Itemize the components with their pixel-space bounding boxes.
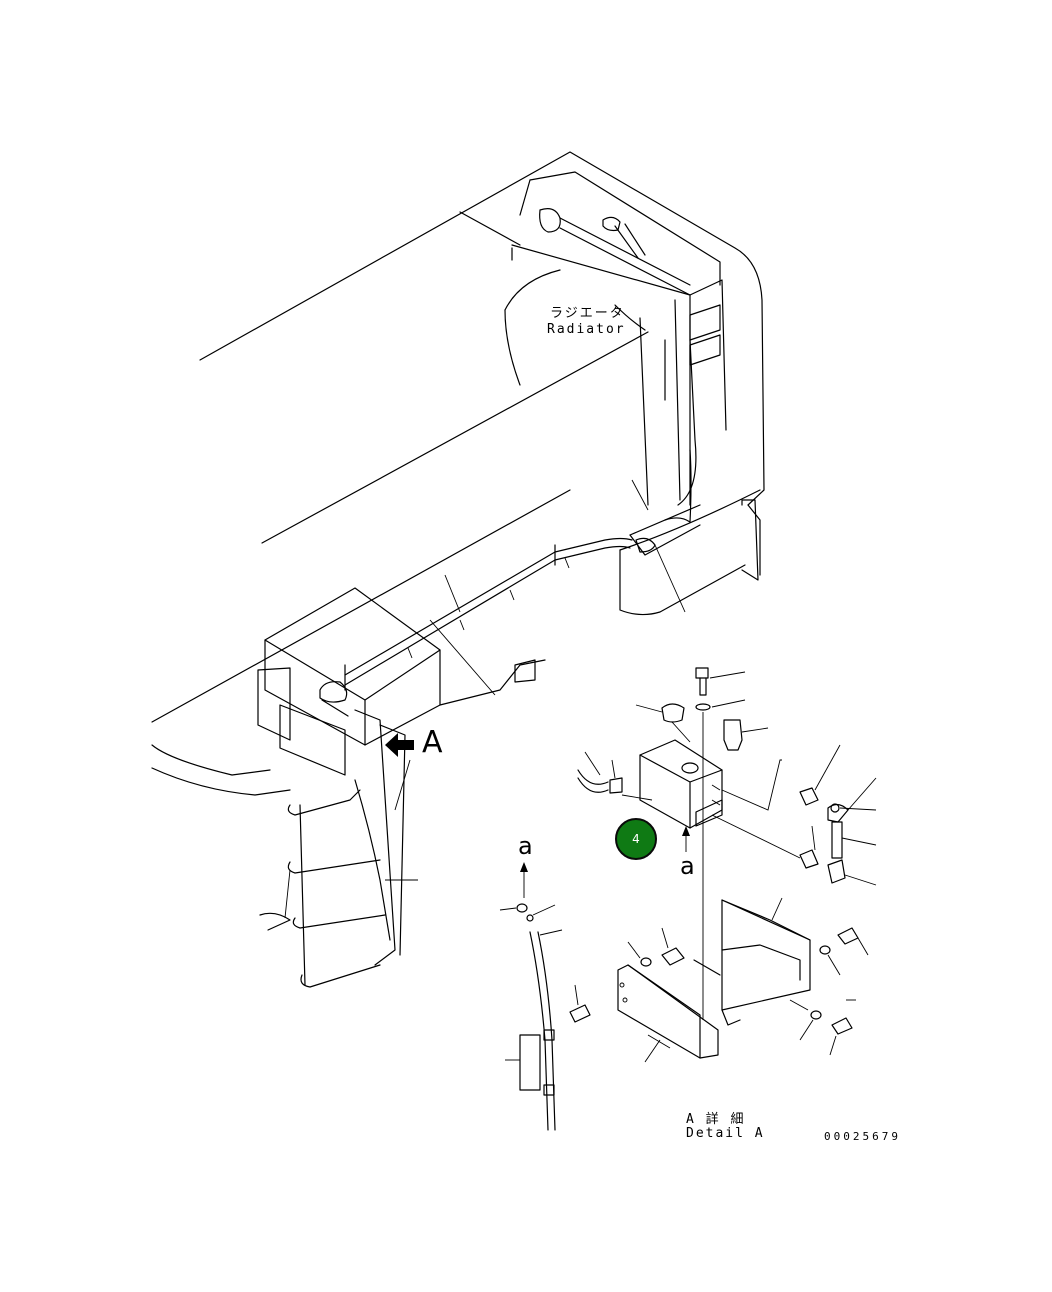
tank-assembly-left [257,587,546,776]
radiator-label-jp: ラジエータ [550,306,625,321]
radiator-label-en: Radiator [547,322,626,337]
drawing-number: 00025679 [824,1130,901,1143]
detail-a-exploded [499,667,877,1131]
view-direction-arrow-icon [385,733,414,757]
leader-lines-main [284,479,686,919]
view-arrow-label: A [422,725,443,760]
callout-badge[interactable]: 4 [615,818,657,860]
section-label-left: a [518,832,533,860]
section-label-right: a [680,852,695,880]
lower-shroud [619,489,761,616]
detail-label-jp: A 詳 細 [686,1112,746,1127]
hose-line [344,339,697,691]
callout-number: 4 [632,832,640,846]
detail-label-en: Detail A [686,1126,765,1141]
section-arrow-icon [520,826,690,898]
radiator-frame [504,171,759,581]
ladder [259,709,406,988]
hood-outline [151,151,765,796]
